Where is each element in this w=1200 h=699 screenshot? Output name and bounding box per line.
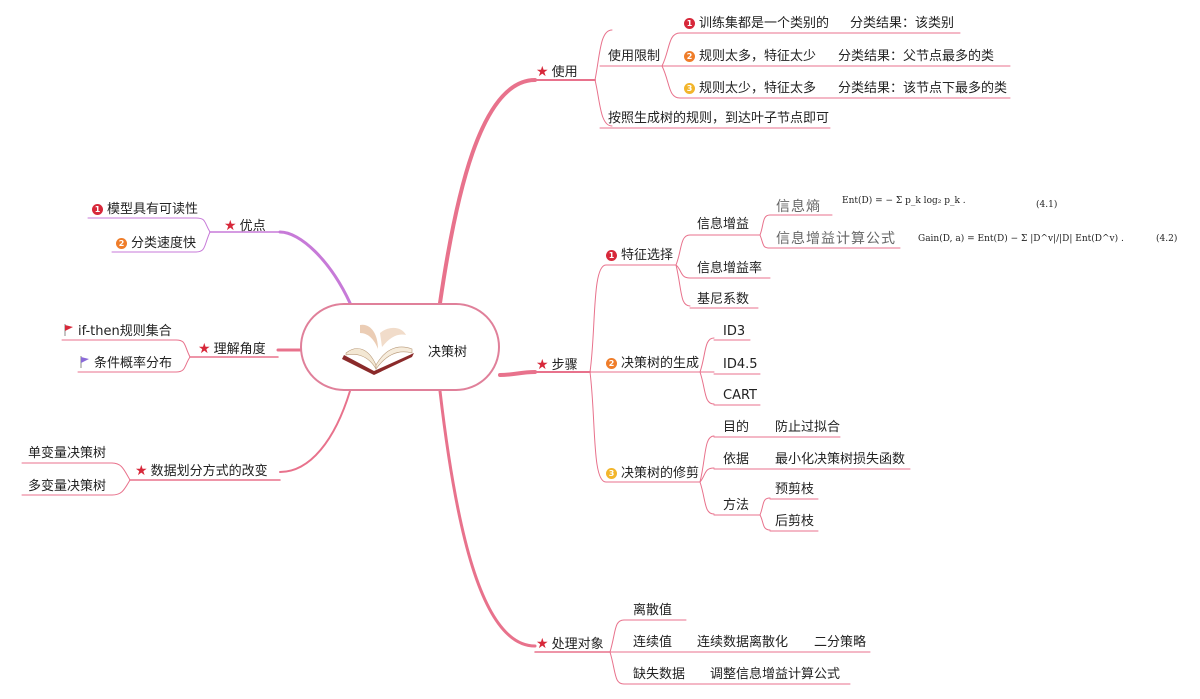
node-usage-limit[interactable]: 使用限制 — [608, 49, 661, 64]
number-2-icon: 2 — [116, 238, 127, 249]
node-id45[interactable]: ID4.5 — [723, 357, 758, 372]
node-pruning[interactable]: 3 决策树的修剪 — [606, 466, 699, 482]
number-1-icon: 1 — [684, 18, 695, 29]
branch-advantages[interactable]: ★优点 — [224, 218, 266, 235]
node-gain-ratio[interactable]: 信息增益率 — [697, 261, 763, 276]
node-discrete[interactable]: 离散值 — [633, 603, 673, 618]
number-1-icon: 1 — [92, 204, 103, 215]
limit-item-1[interactable]: 1 训练集都是一个类别的 — [684, 16, 829, 32]
node-missing[interactable]: 缺失数据 — [633, 667, 686, 682]
node-usage-rule[interactable]: 按照生成树的规则，到达叶子节点即可 — [608, 111, 830, 126]
node-tree-generation[interactable]: 2 决策树的生成 — [606, 356, 699, 372]
node-basis-value[interactable]: 最小化决策树损失函数 — [775, 452, 906, 467]
branch-split-label: 数据划分方式的改变 — [150, 464, 268, 479]
understanding-item-1[interactable]: if-then规则集合 — [64, 324, 172, 340]
pruning-label: 决策树的修剪 — [621, 466, 700, 481]
limit-item-1-text: 训练集都是一个类别的 — [699, 16, 830, 31]
split-item-1[interactable]: 单变量决策树 — [28, 446, 107, 461]
central-node[interactable]: 决策树 — [300, 303, 500, 391]
branch-understanding-label: 理解角度 — [213, 342, 266, 357]
node-cart[interactable]: CART — [723, 388, 757, 403]
understanding-item-1-text: if-then规则集合 — [78, 324, 172, 339]
limit-item-2-text: 规则太多，特征太少 — [699, 49, 817, 64]
node-gain-formula[interactable]: 信息增益计算公式 — [776, 231, 896, 247]
node-id3[interactable]: ID3 — [723, 324, 746, 339]
book-icon — [342, 324, 414, 375]
formula-entropy-number: (4.1) — [1036, 200, 1058, 210]
red-flag-icon — [64, 324, 73, 336]
branch-understanding[interactable]: ★理解角度 — [198, 341, 266, 358]
advantage-item-2-text: 分类速度快 — [131, 236, 197, 251]
branch-steps-label: 步骤 — [551, 358, 578, 373]
advantage-item-2[interactable]: 2 分类速度快 — [116, 236, 196, 252]
number-1-icon: 1 — [606, 250, 617, 261]
formula-gain-number: (4.2) — [1156, 234, 1178, 244]
node-prepruning[interactable]: 预剪枝 — [775, 482, 815, 497]
branch-usage-label: 使用 — [551, 65, 578, 80]
limit-item-2[interactable]: 2 规则太多，特征太少 — [684, 49, 816, 65]
star-icon: ★ — [536, 357, 549, 373]
feature-selection-label: 特征选择 — [621, 248, 674, 263]
limit-result-3[interactable]: 分类结果：该节点下最多的类 — [838, 81, 1008, 96]
limit-item-3-text: 规则太少，特征太多 — [699, 81, 817, 96]
star-icon: ★ — [224, 218, 237, 234]
star-icon: ★ — [135, 463, 148, 479]
number-3-icon: 3 — [684, 83, 695, 94]
purple-flag-icon — [80, 356, 89, 368]
node-adjust-gain[interactable]: 调整信息增益计算公式 — [710, 667, 841, 682]
branch-handle-label: 处理对象 — [551, 637, 604, 652]
star-icon: ★ — [536, 636, 549, 652]
tree-generation-label: 决策树的生成 — [621, 356, 700, 371]
number-3-icon: 3 — [606, 468, 617, 479]
node-basis[interactable]: 依据 — [723, 452, 750, 467]
advantage-item-1[interactable]: 1 模型具有可读性 — [92, 202, 198, 218]
node-method[interactable]: 方法 — [723, 498, 750, 513]
number-2-icon: 2 — [606, 358, 617, 369]
central-label: 决策树 — [428, 345, 468, 360]
understanding-item-2-text: 条件概率分布 — [94, 356, 173, 371]
node-bisection[interactable]: 二分策略 — [814, 635, 867, 650]
node-feature-selection[interactable]: 1 特征选择 — [606, 248, 673, 264]
advantage-item-1-text: 模型具有可读性 — [107, 202, 199, 217]
branch-handle[interactable]: ★处理对象 — [536, 636, 604, 653]
branch-advantages-label: 优点 — [239, 219, 266, 234]
node-continuous[interactable]: 连续值 — [633, 635, 673, 650]
limit-result-2[interactable]: 分类结果：父节点最多的类 — [838, 49, 995, 64]
branch-steps[interactable]: ★步骤 — [536, 357, 578, 374]
node-purpose-value[interactable]: 防止过拟合 — [775, 420, 841, 435]
node-purpose[interactable]: 目的 — [723, 420, 750, 435]
star-icon: ★ — [536, 64, 549, 80]
limit-result-1[interactable]: 分类结果：该类别 — [850, 16, 955, 31]
node-postpruning[interactable]: 后剪枝 — [775, 514, 815, 529]
star-icon: ★ — [198, 341, 211, 357]
formula-entropy: Ent(D) = − Σ p_k log₂ p_k . — [842, 196, 966, 206]
limit-item-3[interactable]: 3 规则太少，特征太多 — [684, 81, 816, 97]
node-info-gain[interactable]: 信息增益 — [697, 217, 750, 232]
formula-gain: Gain(D, a) = Ent(D) − Σ |D^v|/|D| Ent(D^… — [918, 234, 1124, 244]
number-2-icon: 2 — [684, 51, 695, 62]
split-item-2[interactable]: 多变量决策树 — [28, 479, 107, 494]
node-gini[interactable]: 基尼系数 — [697, 292, 750, 307]
understanding-item-2[interactable]: 条件概率分布 — [80, 356, 172, 372]
node-discretize[interactable]: 连续数据离散化 — [697, 635, 789, 650]
branch-split[interactable]: ★数据划分方式的改变 — [135, 463, 268, 480]
node-entropy[interactable]: 信息熵 — [776, 199, 821, 215]
branch-usage[interactable]: ★使用 — [536, 64, 578, 81]
